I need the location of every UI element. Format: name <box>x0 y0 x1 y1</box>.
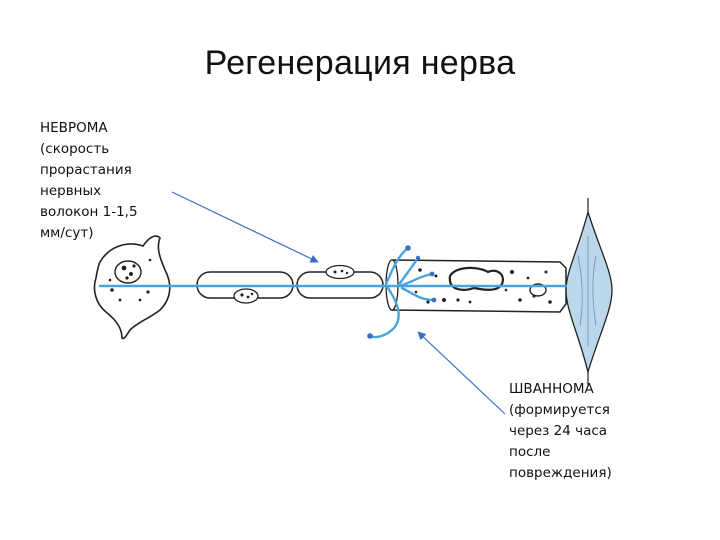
debris-granules <box>414 268 552 304</box>
schwannoma-label-line: (формируется <box>509 402 610 418</box>
schwannoma-label-line: через 24 часа <box>509 423 608 439</box>
schwannoma-label-line: повреждения) <box>509 465 612 481</box>
regenerating-axon <box>98 246 568 339</box>
neuron-cell-body <box>93 235 171 340</box>
schwann-cell-segment <box>196 271 294 304</box>
neuroma-label-line: нервных <box>40 183 102 199</box>
schwannoma-label-line: ШВАННОМА <box>509 381 594 397</box>
stump-nucleus <box>448 266 504 291</box>
neuron-granules <box>108 258 152 302</box>
neuroma-label-line: НЕВРОМА <box>40 120 108 136</box>
neuroma-label-line: (скорость <box>40 141 110 157</box>
schwannoma-label: ШВАННОМА (формируется через 24 часа посл… <box>509 379 612 484</box>
neuroma-label-line: прорастания <box>40 162 132 178</box>
slide-title: Регенерация нерва <box>204 44 516 82</box>
axon-sprout-tips <box>367 245 437 339</box>
schwann-cell-segment <box>296 264 384 299</box>
neuroma-label: НЕВРОМА (скорость прорастания нервных во… <box>40 118 138 244</box>
schwannoma-pointer-arrow <box>417 331 506 415</box>
muscle-fiber <box>565 198 613 386</box>
schwann-nucleus <box>233 288 259 304</box>
schwannoma-label-line: после <box>509 444 551 460</box>
schwann-nucleus <box>325 264 355 280</box>
neuron-nucleus <box>114 260 142 284</box>
neuroma-label-line: волокон 1-1,5 <box>40 204 138 220</box>
neuroma-label-line: мм/сут) <box>40 225 94 241</box>
neuroma-pointer-arrow <box>171 191 319 263</box>
